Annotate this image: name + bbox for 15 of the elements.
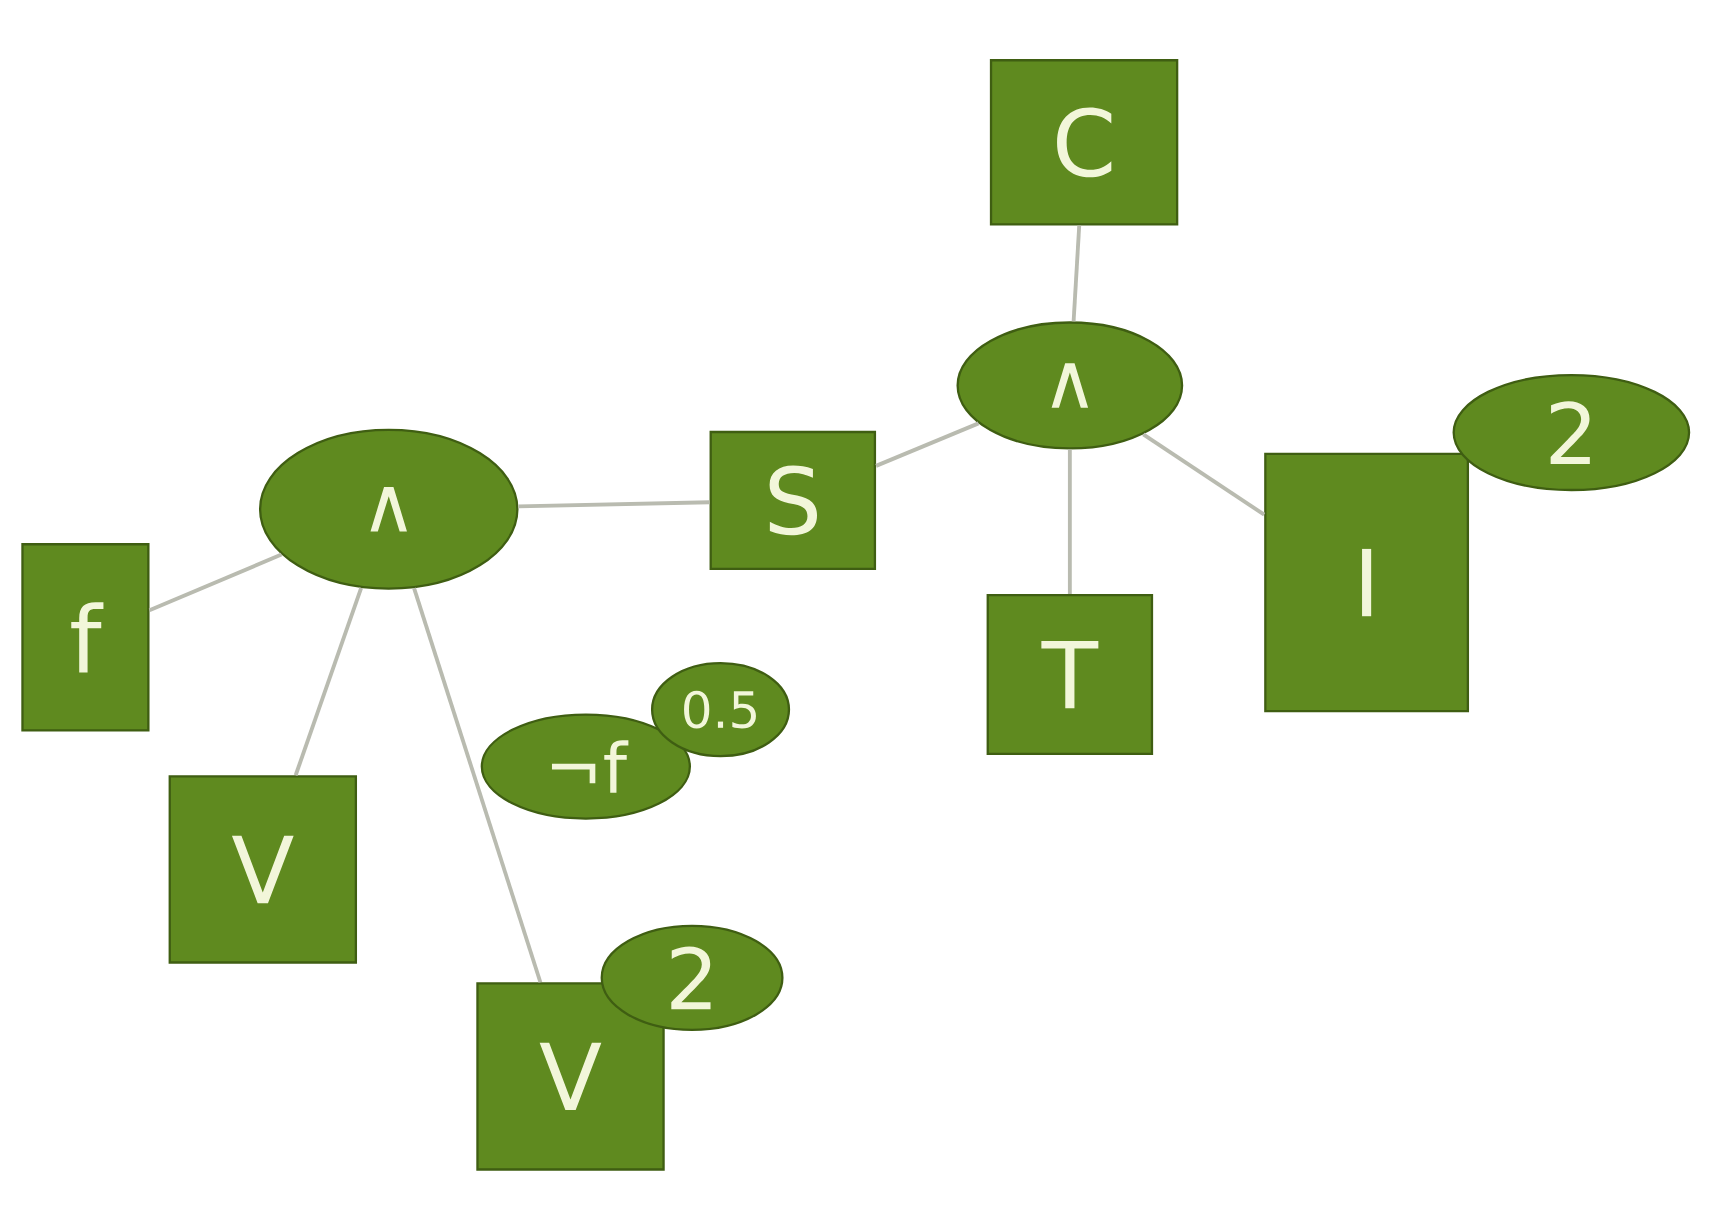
connector-line	[518, 500, 710, 509]
label-box: V	[168, 775, 358, 964]
label-box: f	[21, 543, 150, 732]
label-box: I	[1264, 452, 1470, 713]
label-box: V	[476, 982, 665, 1171]
connector-line	[412, 587, 543, 983]
connector-line	[1071, 225, 1082, 322]
connector-line	[1142, 432, 1266, 517]
label-box: T	[986, 594, 1154, 756]
connector-line	[1067, 449, 1072, 595]
connector-line	[148, 552, 283, 613]
label-box: S	[709, 431, 877, 571]
label-box: C	[989, 59, 1179, 226]
connector-line	[875, 421, 980, 468]
connector-line	[293, 587, 363, 777]
